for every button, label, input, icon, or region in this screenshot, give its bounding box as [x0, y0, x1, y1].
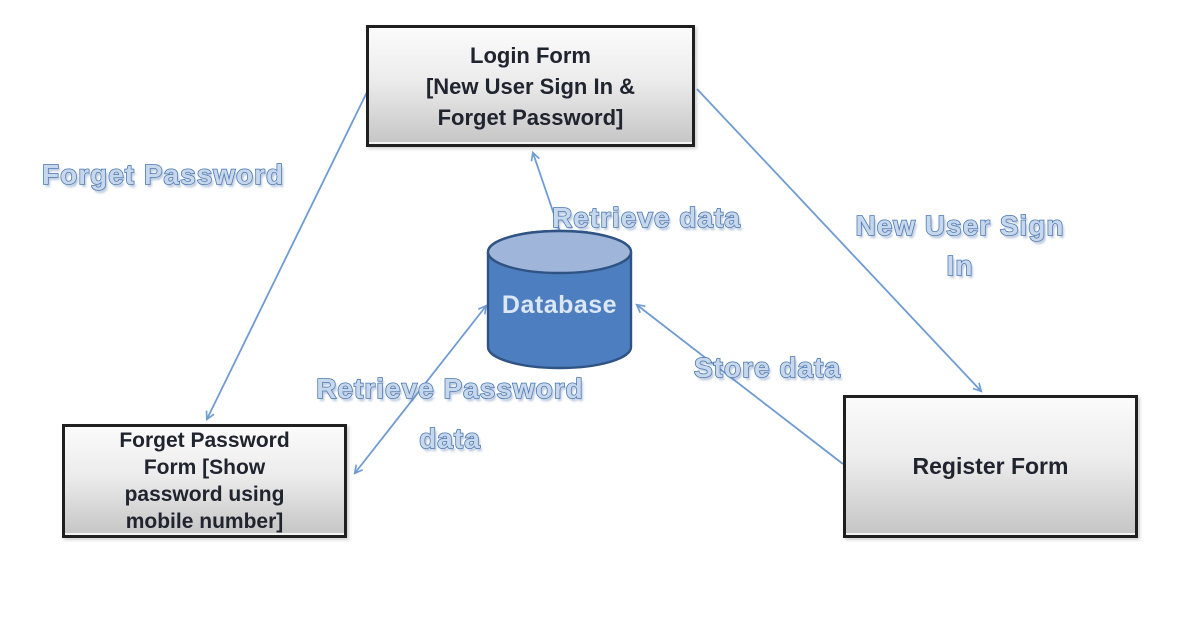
edge-label-store-data: Store data	[693, 351, 841, 384]
arrow-login-to-forget-form	[205, 89, 369, 421]
arrow-database-to-login	[530, 150, 561, 233]
login-form-label: Login Form [New User Sign In & Forget Pa…	[425, 42, 636, 130]
register-form-node: Register Form	[843, 395, 1138, 538]
register-form-label: Register Form	[912, 453, 1069, 479]
forget-password-form-label: Forget Password Form [Show password usin…	[119, 429, 290, 533]
database-label: Database	[501, 291, 618, 319]
edge-label-new-user-sign-in: New User Sign In	[855, 209, 1065, 282]
forget-password-form-node: Forget Password Form [Show password usin…	[62, 424, 347, 538]
login-form-node: Login Form [New User Sign In & Forget Pa…	[366, 25, 695, 147]
arrow-forget-form-database-bidirectional	[353, 304, 488, 475]
database-node: Database	[486, 229, 633, 371]
edge-label-retrieve-data: Retrieve data	[551, 201, 741, 234]
edge-label-forget-password: Forget Password	[41, 158, 285, 191]
database-cylinder-icon	[486, 229, 633, 370]
edge-label-retrieve-password-data: Retrieve Password data	[315, 372, 584, 455]
arrow-register-to-database	[635, 303, 844, 465]
arrow-login-to-register	[696, 88, 983, 393]
